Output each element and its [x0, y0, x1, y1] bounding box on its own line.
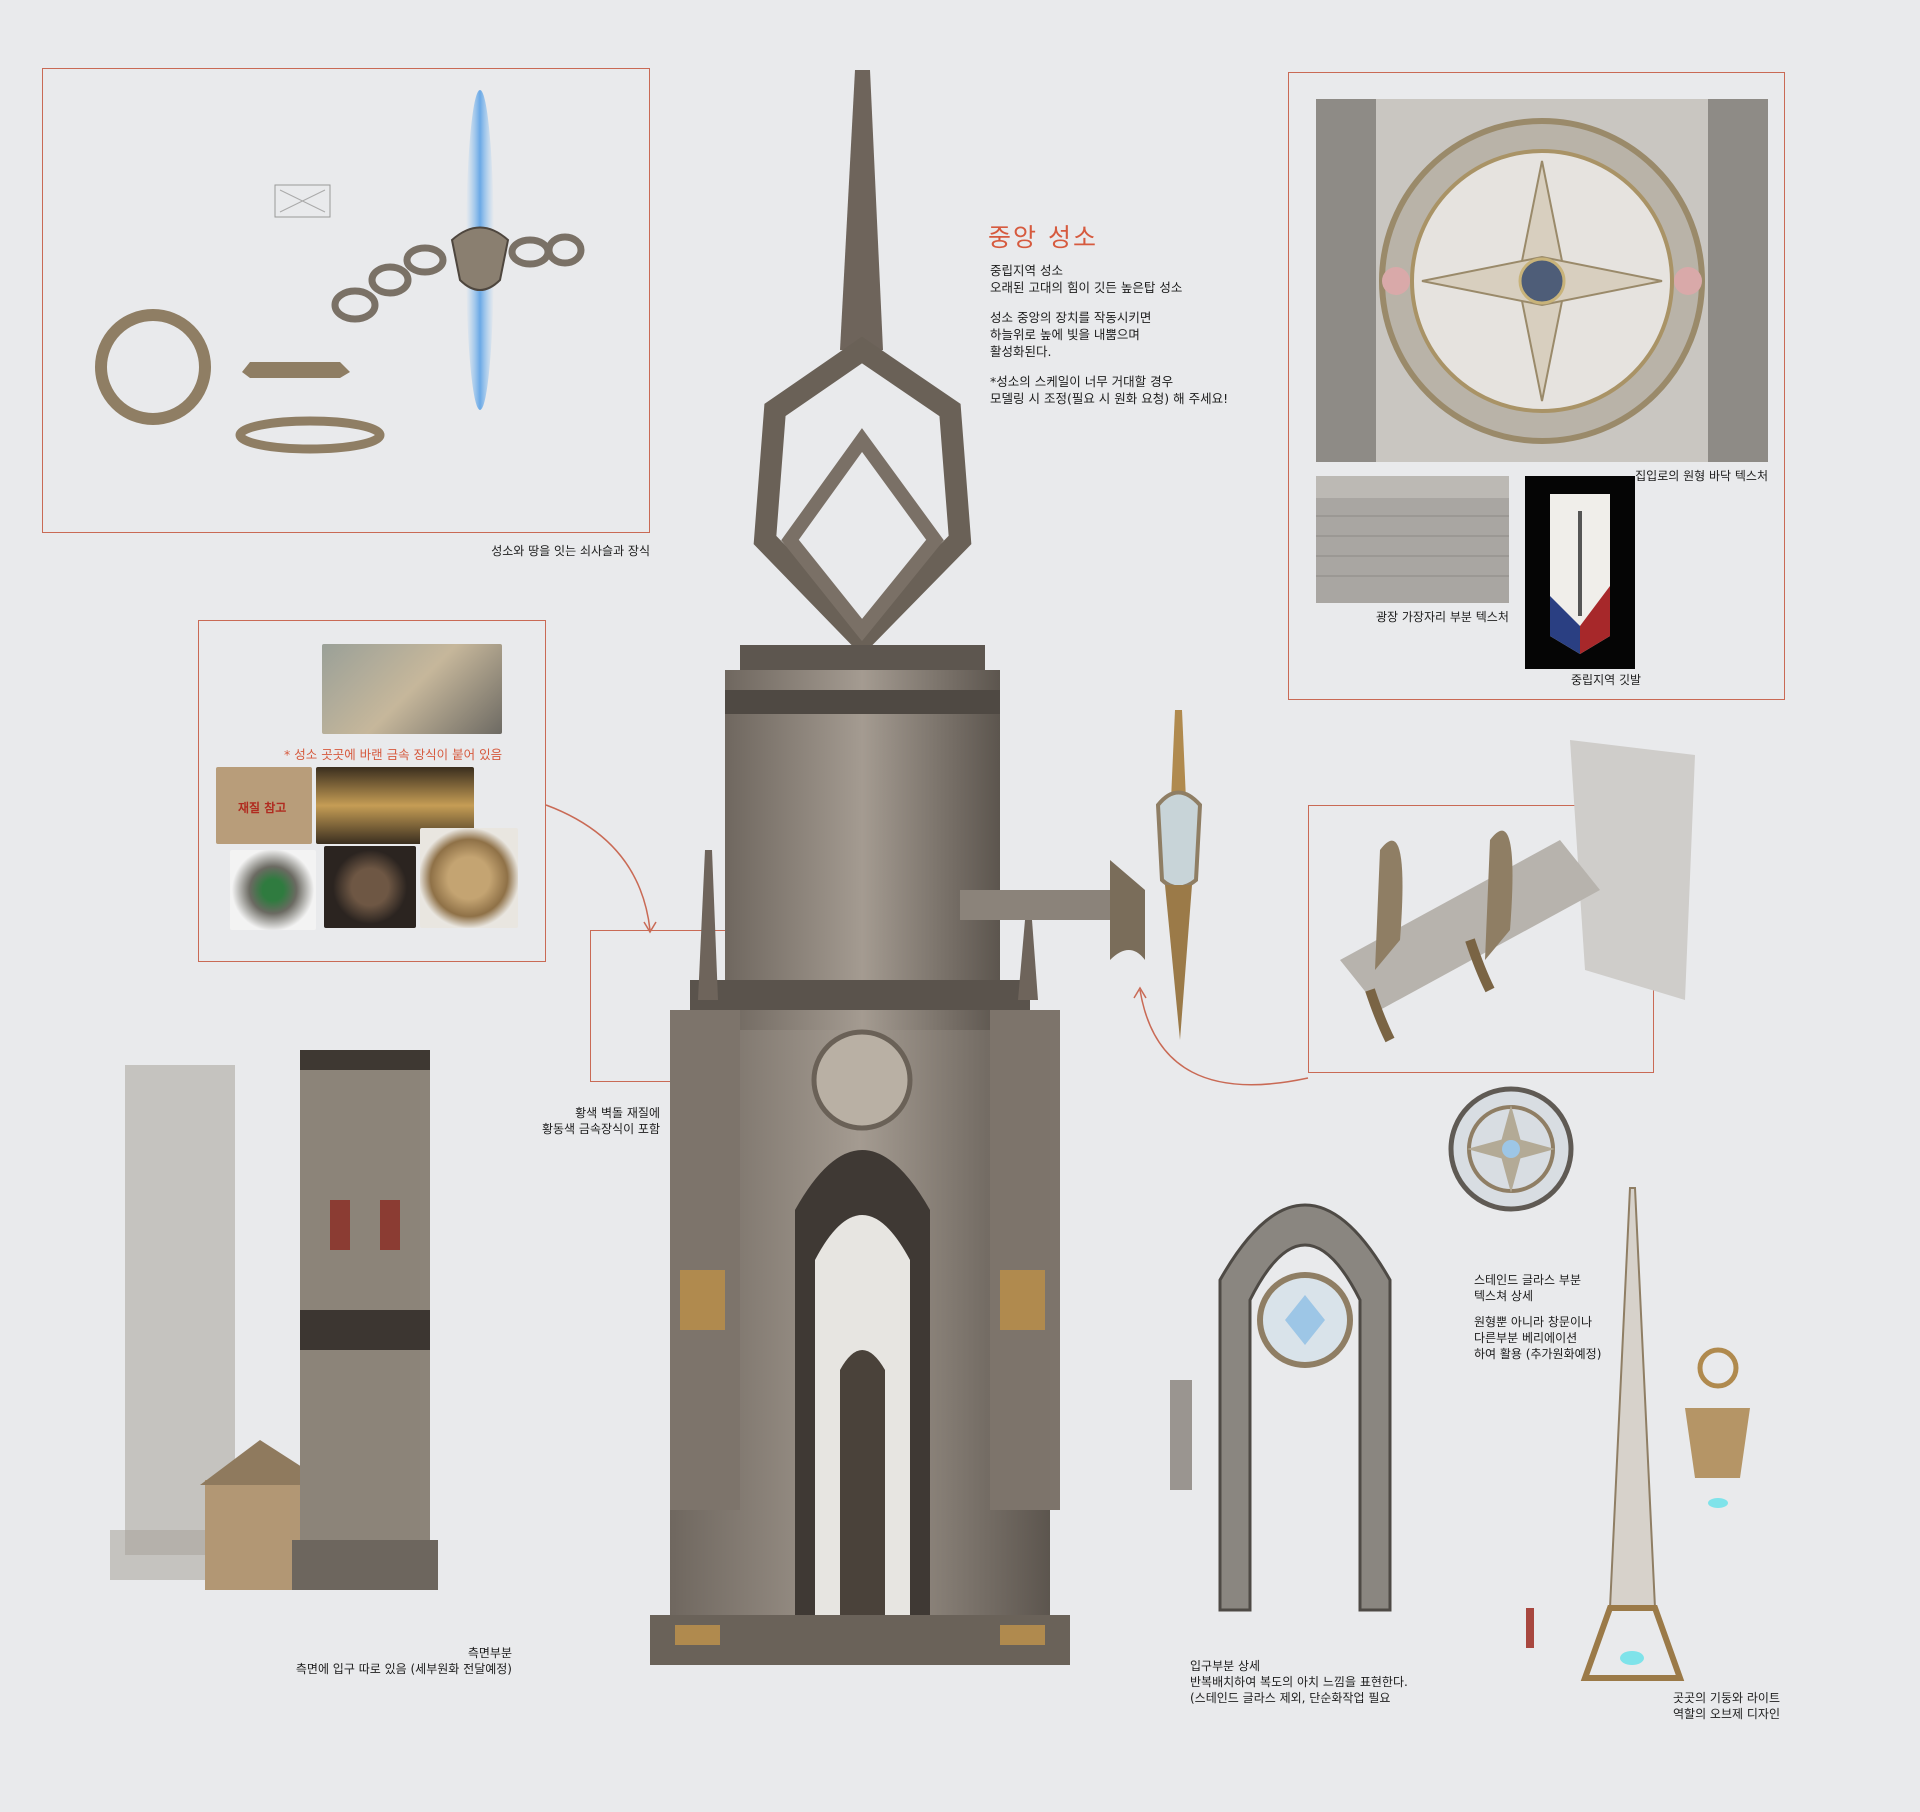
flag-caption: 중립지역 깃발 — [1571, 673, 1642, 687]
description-line: 중립지역 성소 오래된 고대의 힘이 깃든 높은탑 성소 — [990, 263, 1183, 295]
tower-bridge-lantern — [960, 710, 1203, 1040]
plaza-edge-caption: 광장 가장자리 부분 텍스처 — [1376, 610, 1509, 624]
chain-links — [331, 233, 585, 323]
pillar-light-caption: 곳곳의 기둥와 라이트 역할의 오브제 디자인 — [1673, 1691, 1780, 1721]
blueprint-sketch — [274, 184, 331, 218]
bar-part — [242, 362, 350, 378]
chain-reference-frame — [42, 68, 650, 533]
central-sanctuary-tower — [650, 70, 1070, 1665]
entrance-arch-drawing — [1170, 1203, 1392, 1612]
side-pillar — [300, 1050, 430, 1560]
reference-photo-stone: 재질 참고 — [216, 767, 312, 844]
chain-ornament-drawing — [95, 90, 585, 454]
texture-reference-frame — [1288, 72, 1785, 700]
material-stamp: 재질 참고 — [238, 801, 287, 815]
stained-glass-caption: 스테인드 글라스 부분 텍스쳐 상세 — [1474, 1273, 1581, 1303]
ring-top-view — [95, 309, 211, 425]
side-part-drawing — [110, 1050, 438, 1590]
plaza-edge-texture-image — [1316, 476, 1509, 603]
description-line: 성소 중앙의 장치를 작동시키면 하늘위로 높에 빛을 내뿜으며 활성화된다. — [990, 310, 1152, 359]
right-turret — [990, 1010, 1060, 1510]
entrance-caption: 입구부분 상세 반복배치하여 복도의 아치 느낌을 표현한다. (스테인드 글라… — [1190, 1659, 1408, 1705]
reference-photo-gem — [230, 850, 316, 930]
wall-material-caption: 황색 벽돌 재질에 황동색 금속장식이 포함 — [541, 1106, 660, 1136]
light-pillar-drawing — [1526, 1187, 1750, 1681]
crown-platform — [740, 645, 985, 670]
ring-side-view — [235, 416, 385, 454]
floor-texture-caption: 집입로의 원형 바닥 텍스처 — [1635, 469, 1768, 483]
chain-lantern — [450, 226, 510, 291]
spire — [840, 70, 883, 350]
reference-photo-medallion — [324, 846, 416, 928]
description-block: 중립지역 성소 오래된 고대의 힘이 깃든 높은탑 성소 성소 중앙의 장치를 … — [990, 262, 1228, 420]
chain-caption: 성소와 땅을 잇는 쇠사슬과 장식 — [491, 544, 650, 558]
metal-reference-frame — [198, 620, 546, 962]
upper-tower — [725, 670, 1000, 1040]
bridge-detail-drawing — [1340, 740, 1695, 1043]
reference-photo-bee-coin — [420, 828, 518, 928]
crest-emblem — [811, 1029, 913, 1131]
description-line: *성소의 스케일이 너무 거대할 경우 모델링 시 조정(필요 시 원화 요청)… — [990, 374, 1229, 406]
reference-photo-plaza — [322, 644, 502, 734]
variation-caption: 원형뿐 아니라 창문이나 다른부분 베리에이션 하여 활용 (추가원화예정) — [1474, 1315, 1602, 1361]
metal-note: * 성소 곳곳에 바랜 금속 장식이 붙어 있음 — [284, 747, 503, 762]
mid-balcony — [690, 980, 1030, 1010]
floor-texture-image — [1316, 99, 1768, 462]
page-title: 중앙 성소 — [988, 223, 1098, 252]
left-turret — [670, 1010, 740, 1510]
side-part-caption: 측면부분 측면에 입구 따로 있음 (세부원화 전달예정) — [295, 1646, 512, 1676]
neutral-flag-image — [1525, 476, 1635, 669]
stained-glass-medallion — [1448, 1086, 1574, 1212]
